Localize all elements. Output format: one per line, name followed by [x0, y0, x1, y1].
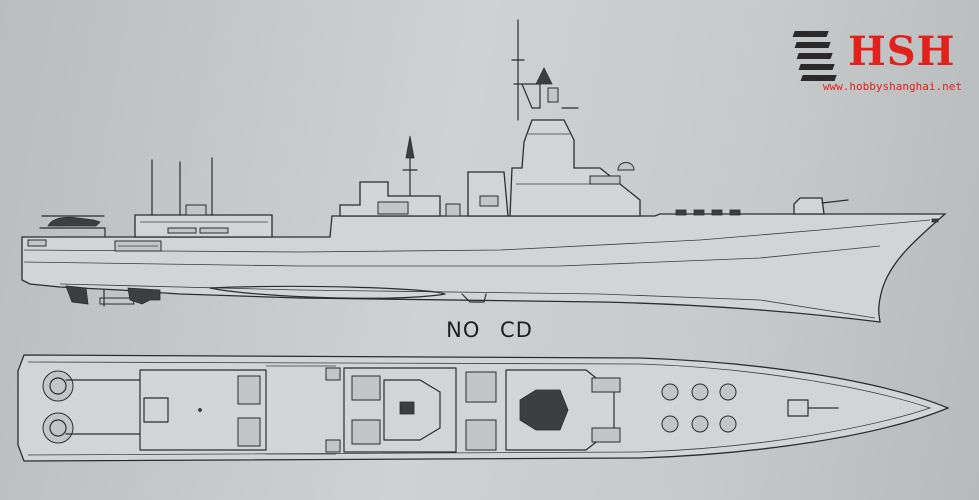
radar-array — [535, 67, 553, 85]
propeller — [127, 287, 161, 305]
vls-cells — [661, 383, 737, 433]
bridge-superstructure — [509, 119, 641, 217]
midship-superstructure — [339, 181, 441, 217]
hull-side — [21, 213, 947, 323]
sonar-dome — [461, 293, 487, 303]
helicopter — [47, 216, 101, 227]
stern-winch-bottom — [42, 412, 74, 444]
watermark-url: www.hobbyshanghai.net — [822, 80, 962, 93]
rudder — [65, 285, 89, 305]
radar-dome — [617, 162, 635, 171]
funnel — [467, 171, 509, 217]
flight-deck-plan — [139, 369, 267, 451]
gun-barrel-side — [821, 199, 849, 204]
mid-mast-antenna — [405, 135, 415, 159]
flight-deck-rail — [39, 227, 106, 238]
watermark-logo: HSH www.hobbyshanghai.net — [802, 26, 962, 100]
caption-word-2: CD — [500, 318, 533, 342]
bilge-keel — [209, 285, 446, 299]
chine-line — [23, 245, 881, 267]
shaft — [99, 297, 135, 305]
hangar — [134, 214, 273, 238]
stern-mark — [27, 239, 47, 247]
mid-superstructure-plan — [343, 367, 457, 453]
drawing-caption: NO CD — [0, 318, 979, 342]
stern-winch-top — [42, 370, 74, 402]
side-profile — [21, 19, 947, 323]
stacked-stripes-icon — [792, 31, 837, 81]
plan-view — [17, 354, 950, 462]
main-gun-side — [793, 197, 825, 215]
sheer-line — [23, 219, 931, 253]
watermark-brand: HSH — [848, 28, 956, 75]
caption-word-1: NO — [446, 318, 481, 342]
